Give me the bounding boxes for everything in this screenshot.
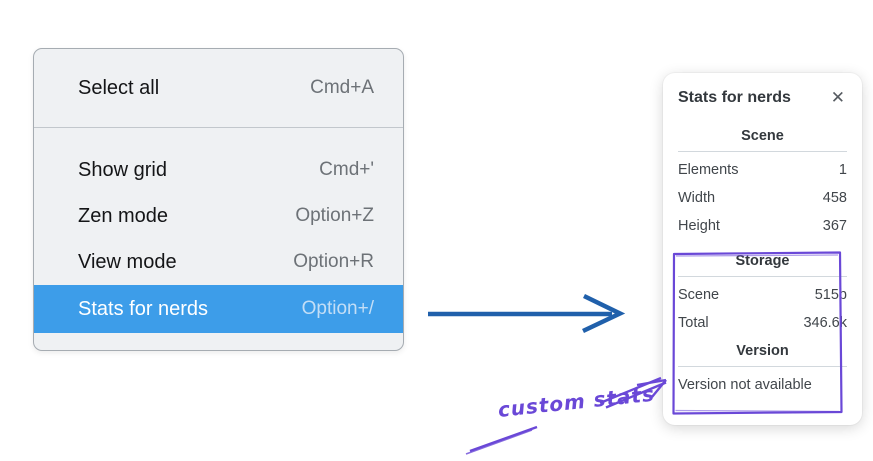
stat-value: 458 (822, 190, 847, 206)
menu-item-label: Select all (78, 76, 160, 99)
pointer-arrow (428, 293, 626, 334)
menu-item-shortcut: Cmd+' (319, 159, 374, 180)
menu-item-label: Show grid (78, 158, 167, 181)
menu-item-label: View mode (78, 250, 177, 273)
stat-label: Width (678, 190, 716, 206)
menu-item-label: Stats for nerds (78, 297, 209, 320)
stat-label: Height (678, 218, 720, 234)
section-heading: Version (736, 343, 789, 359)
section-version: Version Version not available (678, 343, 847, 399)
section-heading: Scene (741, 128, 784, 144)
menu-item-zen-mode[interactable]: Zen mode Option+Z (34, 193, 403, 239)
stats-panel: Stats for nerds ✕ Scene Elements 1 Width… (663, 73, 862, 425)
section-heading: Storage (735, 253, 790, 269)
stat-value: 515b (814, 287, 847, 303)
stat-row-total-size: Total 346.6k (678, 309, 847, 337)
stat-row-width: Width 458 (678, 184, 847, 212)
menu-separator (34, 127, 403, 128)
menu-item-shortcut: Option+/ (301, 298, 374, 319)
stat-label: Scene (678, 287, 720, 303)
stat-row-height: Height 367 (678, 212, 847, 240)
version-note: Version not available (678, 377, 812, 393)
menu-item-shortcut: Option+R (293, 251, 374, 272)
menu-item-shortcut: Cmd+A (310, 77, 374, 98)
stat-value: 1 (838, 162, 847, 178)
menu-group: Show grid Cmd+' Zen mode Option+Z View m… (34, 128, 403, 350)
menu-item-show-grid[interactable]: Show grid Cmd+' (34, 147, 403, 193)
menu-item-label: Zen mode (78, 204, 169, 227)
stats-panel-header: Stats for nerds ✕ (678, 87, 847, 108)
section-rule (678, 151, 847, 152)
annotation-label: custom stats (496, 381, 656, 422)
menu-item-view-mode[interactable]: View mode Option+R (34, 239, 403, 285)
stat-value: 367 (822, 218, 847, 234)
annotation-arrow (465, 376, 667, 455)
menu-item-stats-for-nerds[interactable]: Stats for nerds Option+/ (34, 285, 403, 333)
context-menu: Select all Cmd+A Show grid Cmd+' Zen mod… (33, 48, 404, 351)
stat-row-elements: Elements 1 (678, 156, 847, 184)
stats-panel-title: Stats for nerds (678, 88, 791, 106)
stat-label: Elements (678, 162, 739, 178)
section-scene: Scene Elements 1 Width 458 Height 367 (678, 128, 847, 240)
menu-item-select-all[interactable]: Select all Cmd+A (34, 49, 403, 127)
stat-label: Total (678, 315, 709, 331)
stat-row-scene-size: Scene 515b (678, 281, 847, 309)
section-rule (678, 366, 847, 367)
section-rule (678, 276, 847, 277)
menu-item-shortcut: Option+Z (295, 205, 374, 226)
section-storage: Storage Scene 515b Total 346.6k (678, 253, 847, 337)
close-icon[interactable]: ✕ (830, 88, 845, 107)
stat-value: 346.6k (803, 315, 847, 331)
